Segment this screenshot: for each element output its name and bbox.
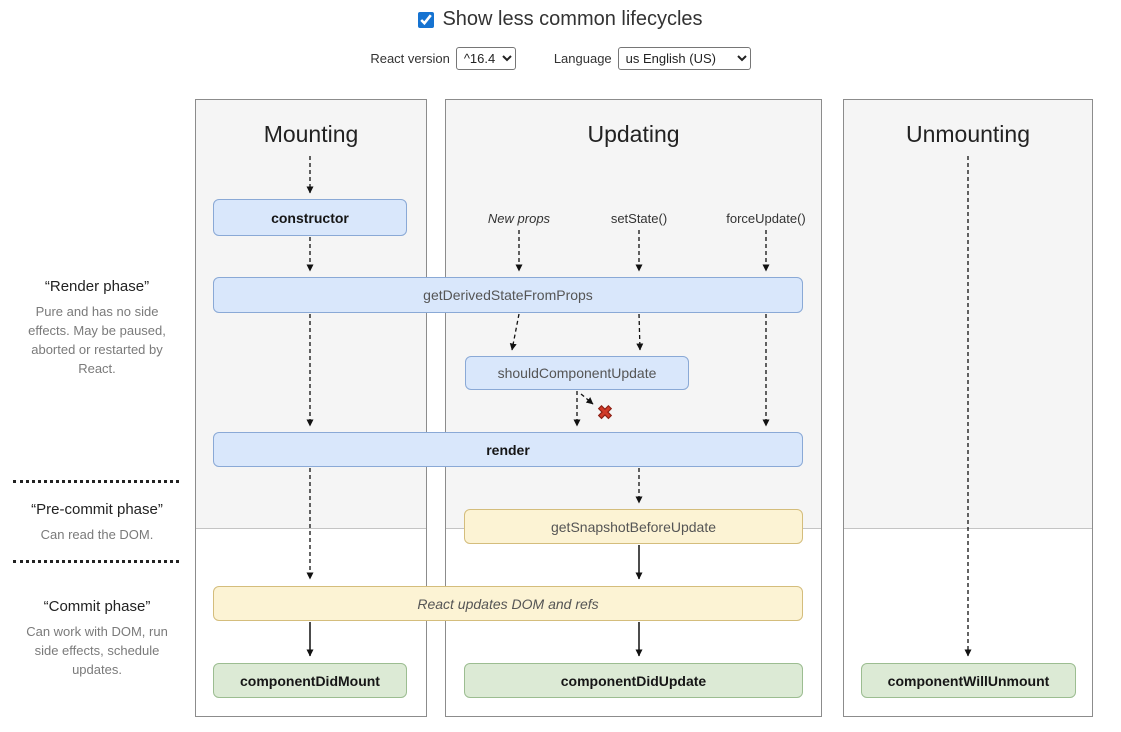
commit-phase-description: Can work with DOM, run side effects, sch…: [26, 624, 168, 677]
phase-separator-top: [13, 480, 179, 483]
trigger-set-state: setState(): [610, 211, 668, 226]
controls-row: React version ^16.4 Language us English …: [0, 47, 1121, 70]
pre-commit-phase-description: Can read the DOM.: [40, 527, 154, 542]
commit-phase-arrows: [306, 545, 643, 657]
node-component-did-update[interactable]: componentDidUpdate: [464, 663, 803, 698]
node-react-updates-dom: React updates DOM and refs: [213, 586, 803, 621]
language-select[interactable]: us English (US): [617, 47, 751, 70]
render-skip-x-icon: ✖: [597, 403, 613, 424]
toggle-row: Show less common lifecycles: [0, 8, 1121, 31]
react-version-control: React version ^16.4: [370, 47, 516, 70]
trigger-new-props: New props: [487, 211, 551, 226]
render-phase-arrows: [306, 156, 972, 657]
react-version-label: React version: [370, 51, 450, 66]
render-phase-label: “Render phase” Pure and has no side effe…: [8, 278, 186, 378]
language-label: Language: [553, 51, 612, 66]
trigger-force-update: forceUpdate(): [726, 211, 806, 226]
render-phase-description: Pure and has no side effects. May be pau…: [28, 304, 166, 376]
node-should-component-update[interactable]: shouldComponentUpdate: [465, 356, 689, 390]
react-version-select[interactable]: ^16.4: [455, 47, 516, 70]
node-component-will-unmount[interactable]: componentWillUnmount: [861, 663, 1076, 698]
language-control: Language us English (US): [554, 47, 751, 70]
commit-phase-title: “Commit phase”: [43, 598, 151, 615]
show-less-common-label[interactable]: Show less common lifecycles: [442, 8, 703, 30]
node-get-snapshot-before-update[interactable]: getSnapshotBeforeUpdate: [464, 509, 803, 544]
render-phase-title: “Render phase”: [44, 278, 150, 295]
unmounting-title: Unmounting: [905, 121, 1031, 147]
pre-commit-phase-label: “Pre-commit phase” Can read the DOM.: [8, 501, 186, 544]
phase-separator-bottom: [13, 560, 179, 563]
commit-phase-label: “Commit phase” Can work with DOM, run si…: [8, 598, 186, 679]
show-less-common-checkbox[interactable]: [418, 11, 435, 28]
node-get-derived-state-from-props[interactable]: getDerivedStateFromProps: [213, 277, 803, 313]
node-render[interactable]: render: [213, 432, 803, 467]
mounting-title: Mounting: [263, 121, 359, 147]
node-component-did-mount[interactable]: componentDidMount: [213, 663, 407, 698]
pre-commit-phase-title: “Pre-commit phase”: [31, 501, 163, 518]
node-constructor[interactable]: constructor: [213, 199, 407, 236]
updating-title: Updating: [587, 121, 680, 147]
